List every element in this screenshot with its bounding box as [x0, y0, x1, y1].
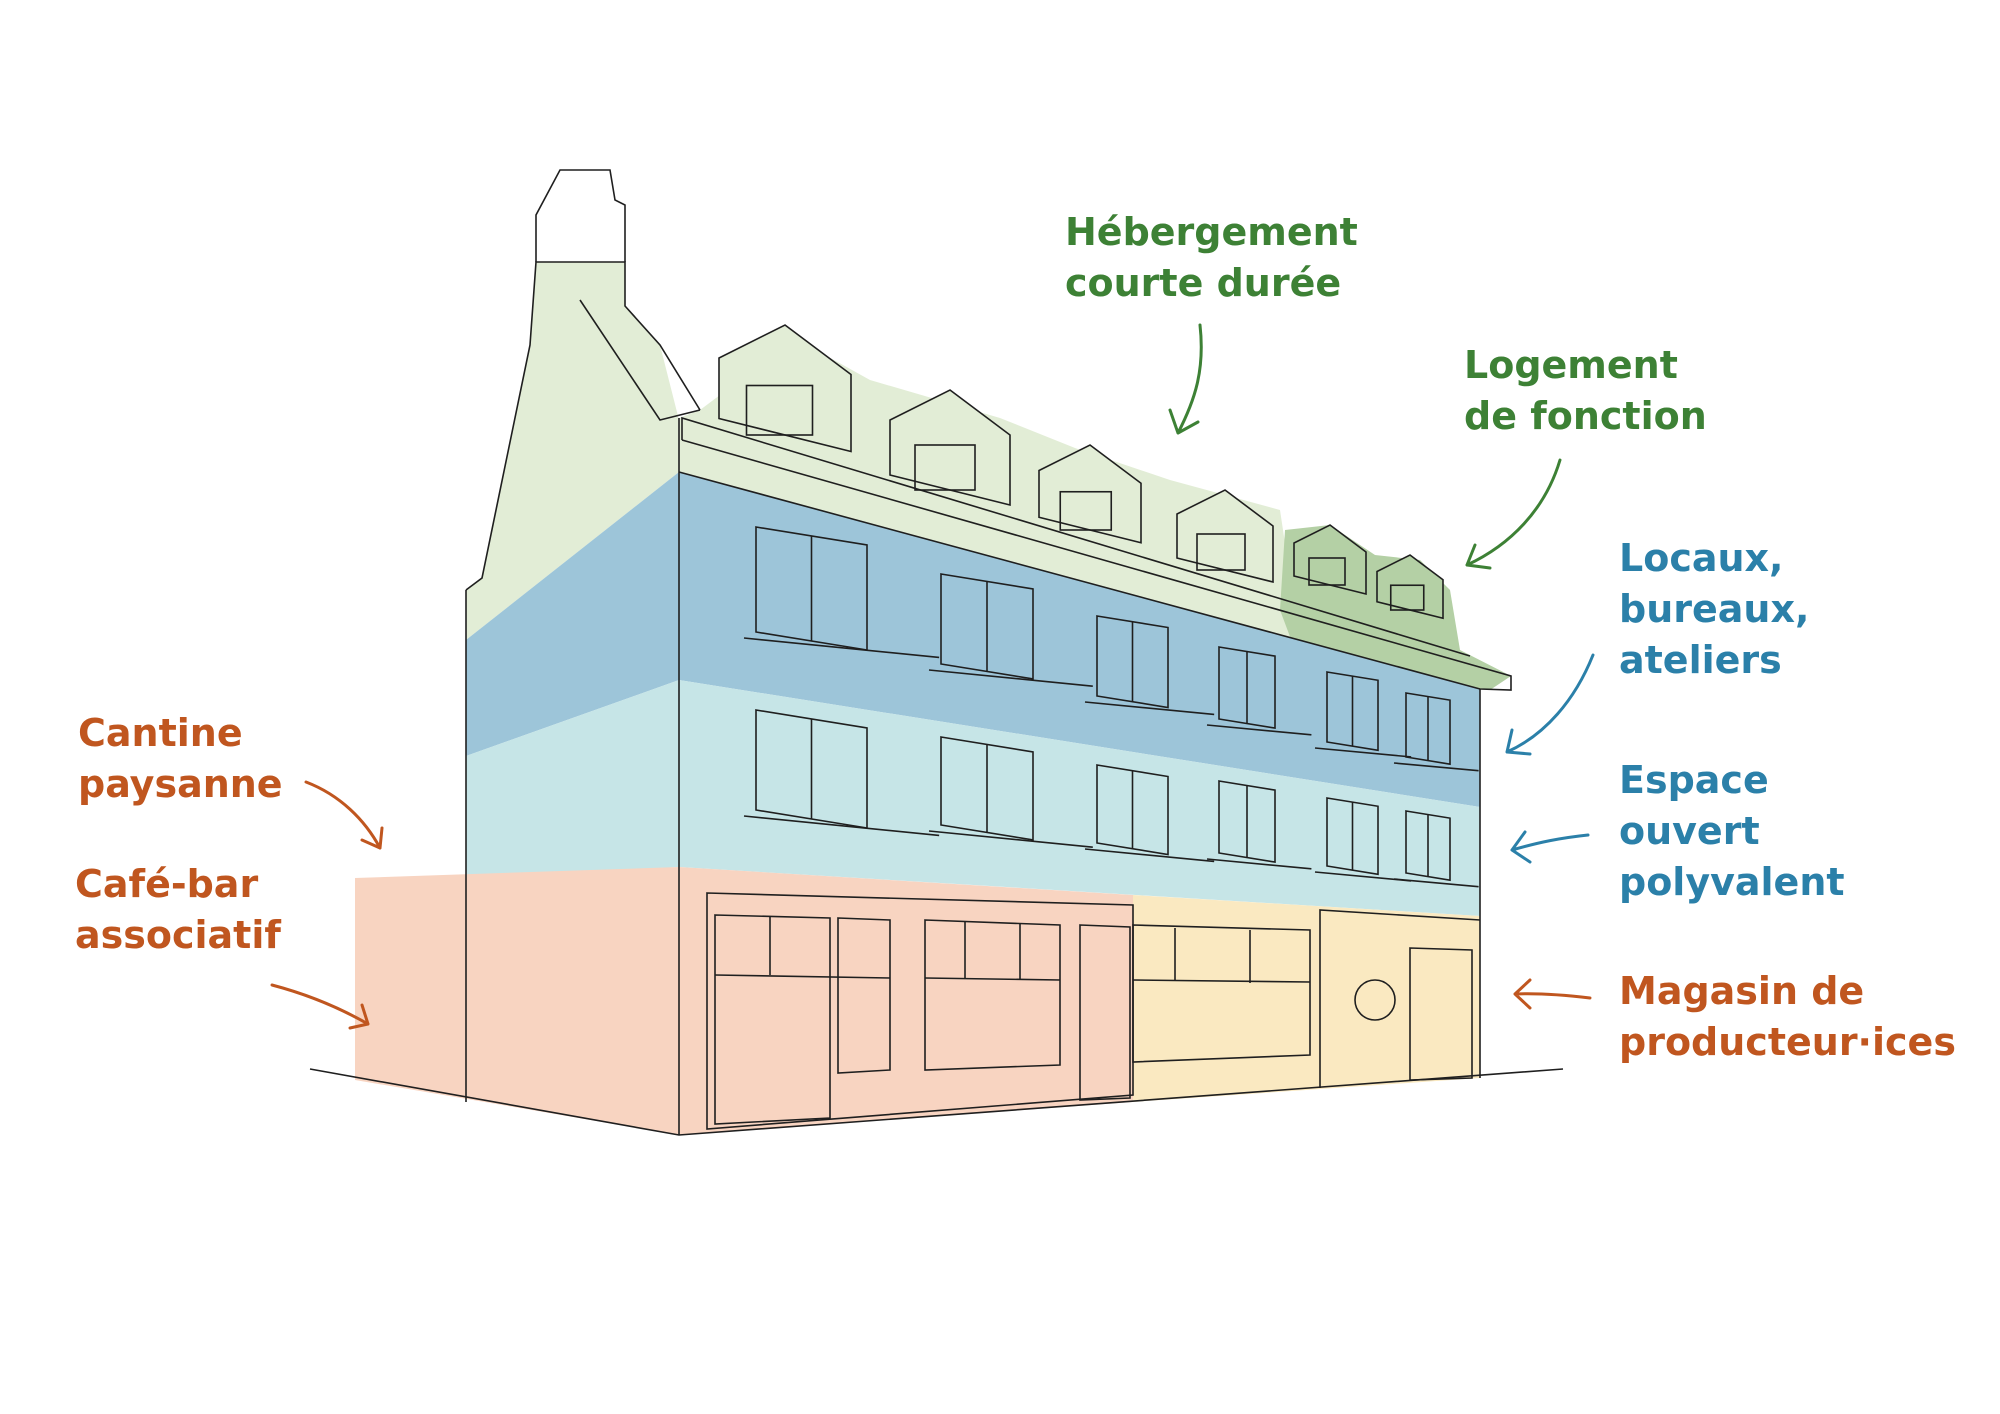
window-sill [743, 815, 940, 837]
label-farm-canteen: Cantine paysanne [78, 711, 283, 806]
window [1405, 810, 1451, 882]
window-sill [1084, 848, 1215, 863]
window [940, 736, 1034, 841]
arrow-open-space [1510, 830, 1590, 864]
label-offices: Locaux, bureaux, ateliers [1619, 536, 1823, 682]
open-space-zone [466, 680, 1480, 916]
window-sill [1393, 878, 1479, 888]
windows [743, 526, 1479, 888]
label-short-stay: Hébergement courte durée [1065, 210, 1371, 305]
window-sill [1206, 724, 1312, 736]
short-stay-zone-side [466, 262, 679, 640]
arrows [270, 323, 1595, 1030]
offices-zone [466, 472, 1480, 807]
label-producer-shop: Magasin de producteur·ices [1619, 969, 1956, 1064]
arrow-short-stay [1168, 323, 1203, 435]
cafe-canteen-zone [355, 867, 1133, 1135]
window [1218, 780, 1276, 864]
window-sill [928, 669, 1093, 687]
arrow-farm-canteen [304, 780, 384, 850]
arrow-offices [1505, 653, 1595, 756]
window-sill [743, 637, 940, 659]
label-open-space: Espace ouvert polyvalent [1619, 758, 1845, 904]
arrow-staff-housing [1465, 458, 1562, 570]
dormer-window [1389, 584, 1425, 611]
arrow-cafe-bar [270, 983, 370, 1030]
dormer-window [745, 384, 814, 436]
window [1326, 671, 1379, 752]
window [940, 573, 1034, 680]
window [1326, 797, 1379, 876]
producer-shop-zone [1133, 895, 1480, 1102]
dormer-window [914, 444, 976, 491]
window-sill [1393, 762, 1479, 772]
window-sill [1314, 747, 1412, 758]
shopfronts [706, 892, 1481, 1130]
dormers [718, 324, 1444, 620]
window-sill [1206, 858, 1312, 870]
dormer-window [1059, 490, 1113, 531]
window-sill [1084, 701, 1215, 716]
label-staff-housing: Logement de fonction [1464, 343, 1707, 438]
window [1405, 692, 1451, 766]
label-cafe-bar: Café-bar associatif [75, 862, 281, 957]
window-sill [928, 830, 1093, 848]
window [1096, 615, 1169, 709]
window [1218, 646, 1276, 730]
window [1096, 764, 1169, 856]
building-outline [309, 169, 1564, 1136]
arrow-producer-shop [1513, 978, 1592, 1010]
dormer-window [1308, 557, 1346, 586]
dormer-window [1196, 533, 1246, 571]
